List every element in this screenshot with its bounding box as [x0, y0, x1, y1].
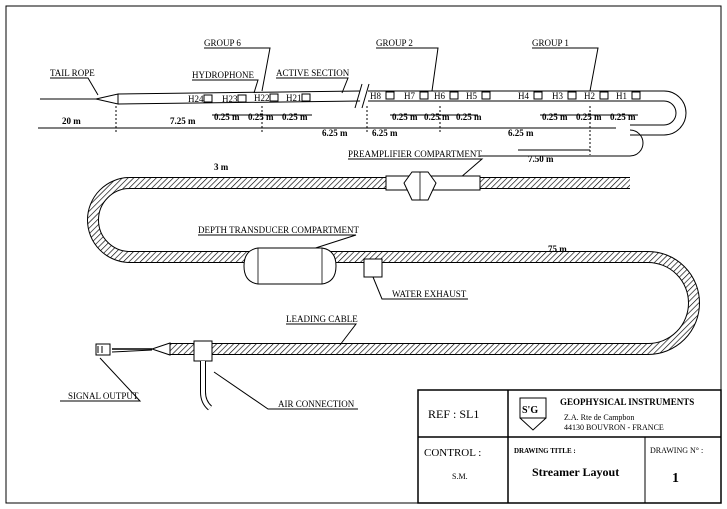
label-leading-cable: LEADING CABLE	[286, 314, 358, 324]
company-name: GEOPHYSICAL INSTRUMENTS	[560, 397, 694, 407]
hydrophone-marker-h5	[481, 91, 491, 100]
dim-750m: 7.50 m	[528, 154, 554, 164]
hydrophone-label-h8: H8	[370, 91, 381, 101]
hydrophone-marker-h2	[599, 91, 609, 100]
hydrophone-marker-h6	[449, 91, 459, 100]
title-block	[417, 389, 722, 504]
drawing-no-label: DRAWING N° :	[650, 446, 703, 455]
hydrophone-marker-h4	[533, 91, 543, 100]
label-group2: GROUP 2	[376, 38, 413, 48]
company-address-2: 44130 BOUVRON - FRANCE	[564, 423, 664, 432]
drawing-title: Streamer Layout	[532, 465, 619, 479]
dim-625m-c: 6.25 m	[508, 128, 534, 138]
hydrophone-marker-h24	[203, 94, 213, 103]
dim-025m-7: 0.25 m	[542, 112, 568, 122]
label-hydrophone: HYDROPHONE	[192, 70, 255, 80]
streamer-cable-hatched	[87, 177, 700, 355]
label-preamplifier: PREAMPLIFIER COMPARTMENT	[348, 149, 482, 159]
hydrophone-label-h3: H3	[552, 91, 563, 101]
logo-text: S'G	[522, 405, 538, 416]
hydrophone-label-h1: H1	[616, 91, 627, 101]
dim-625m-b: 6.25 m	[372, 128, 398, 138]
air-connection-box	[193, 340, 213, 362]
label-depth-transducer: DEPTH TRANSDUCER COMPARTMENT	[198, 225, 359, 235]
hydrophone-group: H24 H23 H22 H21 H8 H7 H6 H5 H4 H3 H2 H1	[188, 91, 641, 104]
drawing-no: 1	[672, 471, 679, 486]
water-exhaust-box	[363, 258, 383, 278]
dim-75m: 75 m	[548, 244, 567, 254]
tail-cone	[95, 93, 119, 105]
company-address-1: Z.A. Rte de Campbon	[564, 413, 634, 422]
hydrophone-label-h21: H21	[286, 93, 302, 103]
dim-025m-9: 0.25 m	[610, 112, 636, 122]
hydrophone-label-h24: H24	[188, 94, 204, 104]
dim-025m-8: 0.25 m	[576, 112, 602, 122]
hydrophone-label-h4: H4	[518, 91, 529, 101]
hydrophone-label-h22: H22	[254, 93, 270, 103]
dim-025m-3: 0.25 m	[282, 112, 308, 122]
hydrophone-marker-h21	[301, 93, 311, 102]
label-water-exhaust: WATER EXHAUST	[392, 289, 467, 299]
dim-20m: 20 m	[62, 116, 81, 126]
control-value: S.M.	[452, 472, 468, 481]
dim-3m: 3 m	[214, 162, 229, 172]
dim-025m-6: 0.25 m	[456, 112, 482, 122]
hydrophone-marker-h3	[567, 91, 577, 100]
hydrophone-marker-h7	[419, 91, 429, 100]
hydrophone-marker-h8	[385, 91, 395, 100]
label-air-connection: AIR CONNECTION	[278, 399, 355, 409]
label-signal-output: SIGNAL OUTPUT	[68, 391, 139, 401]
depth-transducer-compartment	[243, 247, 337, 285]
label-active-section: ACTIVE SECTION	[276, 68, 350, 78]
company-logo: S'G	[519, 397, 547, 431]
hydrophone-label-h23: H23	[222, 94, 238, 104]
hydrophone-label-h7: H7	[404, 91, 415, 101]
hydrophone-label-h5: H5	[466, 91, 477, 101]
hydrophone-marker-h22	[269, 93, 279, 102]
drawing-title-label: DRAWING TITLE :	[514, 447, 576, 455]
ref-label: REF : SL1	[428, 407, 479, 421]
label-group6: GROUP 6	[204, 38, 241, 48]
hydrophone-marker-h1	[631, 91, 641, 100]
dim-025m-5: 0.25 m	[424, 112, 450, 122]
control-label: CONTROL :	[424, 447, 481, 459]
hydrophone-label-h6: H6	[434, 91, 445, 101]
dim-725m: 7.25 m	[170, 116, 196, 126]
dim-025m-4: 0.25 m	[392, 112, 418, 122]
label-group1: GROUP 1	[532, 38, 569, 48]
hydrophone-marker-h23	[237, 94, 247, 103]
dim-025m-1: 0.25 m	[214, 112, 240, 122]
signal-connector	[95, 343, 111, 356]
label-tail-rope: TAIL ROPE	[50, 68, 95, 78]
dim-625m-a: 6.25 m	[322, 128, 348, 138]
hydrophone-label-h2: H2	[584, 91, 595, 101]
page-border	[5, 5, 722, 504]
dim-025m-2: 0.25 m	[248, 112, 274, 122]
